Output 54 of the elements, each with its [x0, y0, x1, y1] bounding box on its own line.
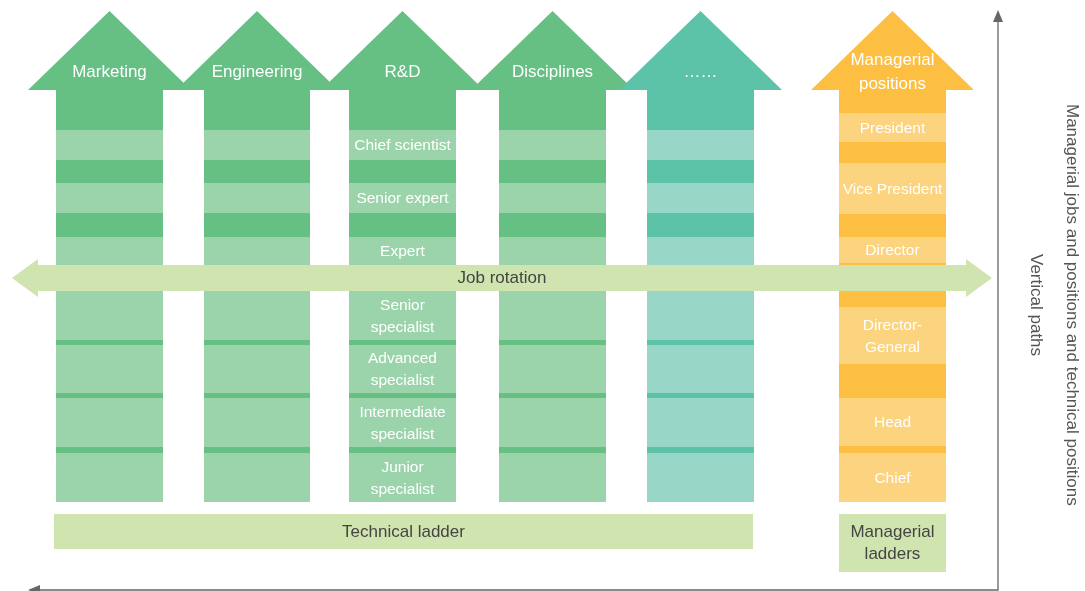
rank-band: [204, 453, 310, 502]
rank-band: [499, 398, 606, 447]
rank-band: [647, 453, 754, 502]
rank-band: [56, 345, 163, 393]
rank-band: Chief: [839, 453, 946, 502]
rank-band: [647, 291, 754, 340]
double-arrow: Job rotation: [12, 259, 992, 297]
rank-band: [204, 237, 310, 265]
axis-label: Vertical paths: [1026, 254, 1046, 357]
rank-band: [204, 345, 310, 393]
rank-band: [499, 183, 606, 213]
rank-band: Head: [839, 398, 946, 446]
rank-band: Senior specialist: [349, 291, 456, 340]
rank-band: [204, 183, 310, 213]
rank-band: [647, 130, 754, 160]
rank-band: Chief scientist: [349, 130, 456, 160]
rank-band: [56, 183, 163, 213]
ladder-box: Technical ladder: [54, 514, 753, 549]
rank-band: Senior expert: [349, 183, 456, 213]
rank-band: [56, 237, 163, 265]
rank-band: [499, 453, 606, 502]
axis-label: Managerial jobs and positions and technical positions: [1062, 104, 1082, 506]
rank-band: [499, 130, 606, 160]
rank-band: Intermediate specialist: [349, 398, 456, 447]
rank-band: [499, 345, 606, 393]
rank-band: [647, 237, 754, 265]
rank-band: President: [839, 113, 946, 142]
column-heading: Managerial positions: [849, 49, 936, 95]
rank-band: [499, 237, 606, 265]
rank-band: Junior specialist: [349, 453, 456, 502]
rank-band: [204, 291, 310, 340]
rank-band: [647, 183, 754, 213]
column-heading: ……: [682, 61, 719, 83]
rank-band: [56, 398, 163, 447]
rank-band: Vice President: [839, 163, 946, 214]
rank-band: Expert: [349, 237, 456, 265]
column-heading: Disciplines: [510, 61, 595, 83]
up-arrow: [619, 11, 782, 502]
rank-band: [647, 345, 754, 393]
rank-band: [647, 398, 754, 447]
rank-band: [56, 291, 163, 340]
rank-band: Advanced specialist: [349, 345, 456, 393]
up-arrow: [811, 11, 974, 502]
rank-band: [499, 291, 606, 340]
rank-band: [204, 130, 310, 160]
column-heading: Marketing: [71, 61, 148, 83]
rank-band: Director: [839, 237, 946, 263]
rank-band: [204, 398, 310, 447]
rank-band: [56, 453, 163, 502]
column-heading: R&D: [383, 61, 422, 83]
rank-band: Director-General: [839, 307, 946, 364]
ladder-box: Managerial ladders: [839, 514, 946, 572]
rank-band: [56, 130, 163, 160]
column-heading: Engineering: [210, 61, 304, 83]
